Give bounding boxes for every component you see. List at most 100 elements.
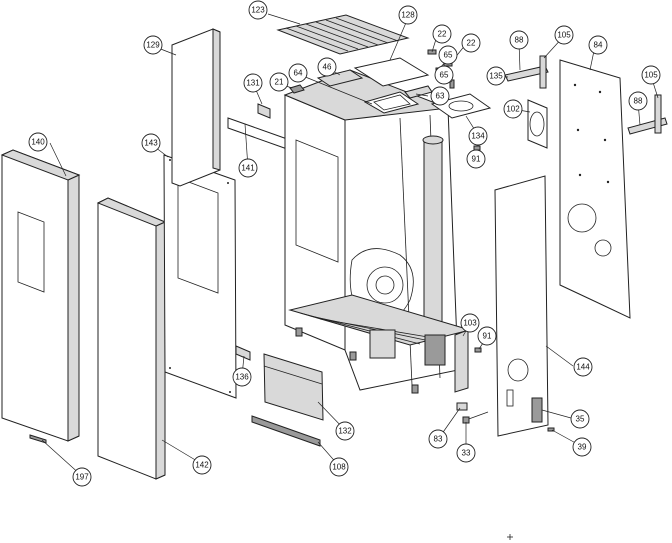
callout-65b: 65: [434, 65, 454, 85]
part-105a-bracket: [539, 55, 547, 89]
part-91a-screw: [473, 145, 481, 151]
callout-83: 83: [428, 429, 448, 449]
callout-88b: 88: [628, 91, 648, 111]
svg-text:131: 131: [246, 79, 260, 88]
svg-text:65: 65: [440, 71, 449, 80]
part-103-angle: [454, 329, 469, 393]
callout-144: 144: [573, 357, 593, 377]
svg-text:105: 105: [557, 31, 571, 40]
part-39-screw: [547, 427, 555, 432]
callout-128: 128: [398, 5, 418, 25]
part-84-back-panel: [559, 59, 631, 319]
svg-text:39: 39: [578, 443, 587, 452]
callout-105a: 105: [554, 25, 574, 45]
svg-text:46: 46: [323, 63, 332, 72]
svg-text:64: 64: [294, 69, 303, 78]
callout-35: 35: [570, 409, 590, 429]
callout-135: 135: [486, 66, 506, 86]
svg-text:88: 88: [515, 36, 524, 45]
part-143-frame-panel: [163, 154, 237, 399]
part-129-strip: [171, 28, 221, 187]
svg-text:128: 128: [401, 11, 415, 20]
svg-text:197: 197: [75, 473, 89, 482]
part-105b-bracket: [654, 94, 662, 134]
callout-142: 142: [192, 455, 212, 475]
svg-text:83: 83: [434, 435, 443, 444]
part-33-probe: [462, 411, 489, 424]
callout-134: 134: [468, 126, 488, 146]
svg-text:143: 143: [144, 139, 158, 148]
svg-text:21: 21: [275, 78, 284, 87]
svg-text:129: 129: [146, 41, 160, 50]
part-140-front-panel: [0, 149, 81, 442]
part-134-collar: [430, 93, 492, 119]
svg-text:91: 91: [472, 155, 481, 164]
callout-65a: 65: [438, 45, 458, 65]
svg-text:142: 142: [195, 461, 209, 470]
callout-108: 108: [329, 457, 349, 477]
svg-text:132: 132: [338, 427, 352, 436]
callout-21: 21: [269, 72, 289, 92]
callout-22b: 22: [461, 33, 481, 53]
svg-text:103: 103: [463, 319, 477, 328]
svg-text:105: 105: [644, 71, 658, 80]
part-83-plate: [456, 402, 468, 411]
svg-text:35: 35: [576, 415, 585, 424]
callout-88a: 88: [509, 30, 529, 50]
part-88a-rail: [504, 65, 549, 82]
callout-123: 123: [248, 0, 268, 20]
callout-143: 143: [141, 133, 161, 153]
svg-text:84: 84: [594, 41, 603, 50]
callout-197: 197: [72, 467, 92, 487]
svg-text:63: 63: [436, 92, 445, 101]
svg-text:22: 22: [467, 39, 476, 48]
svg-text:123: 123: [251, 6, 265, 15]
callout-136: 136: [232, 367, 252, 387]
callout-64: 64: [288, 63, 308, 83]
part-197-handle: [29, 434, 47, 444]
part-132-ashpan: [263, 353, 324, 421]
part-141-bracket: [227, 117, 291, 151]
callout-131: 131: [243, 73, 263, 93]
part-142-side-panel: [96, 197, 167, 480]
callout-129: 129: [143, 35, 163, 55]
svg-text:65: 65: [444, 51, 453, 60]
svg-text:88: 88: [634, 97, 643, 106]
callout-132: 132: [335, 421, 355, 441]
callout-33: 33: [456, 443, 476, 463]
callout-46: 46: [317, 57, 337, 77]
part-144-right-panel: [494, 175, 549, 437]
callout-91b: 91: [477, 326, 497, 346]
callout-84: 84: [588, 35, 608, 55]
callout-22a: 22: [432, 24, 452, 44]
part-91b-screw: [474, 347, 482, 353]
svg-text:135: 135: [489, 72, 503, 81]
stove-body: [283, 69, 472, 394]
part-46-plate: [316, 69, 364, 87]
callout-91a: 91: [466, 149, 486, 169]
svg-text:102: 102: [506, 105, 520, 114]
svg-text:91: 91: [483, 332, 492, 341]
callout-105b: 105: [641, 65, 661, 85]
callout-103: 103: [460, 313, 480, 333]
svg-text:141: 141: [241, 164, 255, 173]
part-131-clip: [257, 103, 271, 119]
part-35-switch: [531, 397, 543, 423]
svg-text:33: 33: [462, 449, 471, 458]
svg-text:134: 134: [471, 132, 485, 141]
callout-141: 141: [238, 158, 258, 178]
part-21-clip: [289, 84, 305, 94]
callout-39: 39: [572, 437, 592, 457]
callout-140: 140: [28, 132, 48, 152]
svg-text:136: 136: [235, 373, 249, 382]
part-128-lid: [353, 57, 430, 87]
callout-63: 63: [430, 86, 450, 106]
part-108-rail: [251, 415, 321, 447]
svg-text:144: 144: [576, 363, 590, 372]
part-102-adaptor: [527, 99, 548, 149]
svg-text:108: 108: [332, 463, 346, 472]
part-123-top-grill: [276, 14, 410, 55]
corner-mark: [507, 534, 513, 540]
part-136-bracket: [235, 345, 251, 361]
callout-102: 102: [503, 99, 523, 119]
